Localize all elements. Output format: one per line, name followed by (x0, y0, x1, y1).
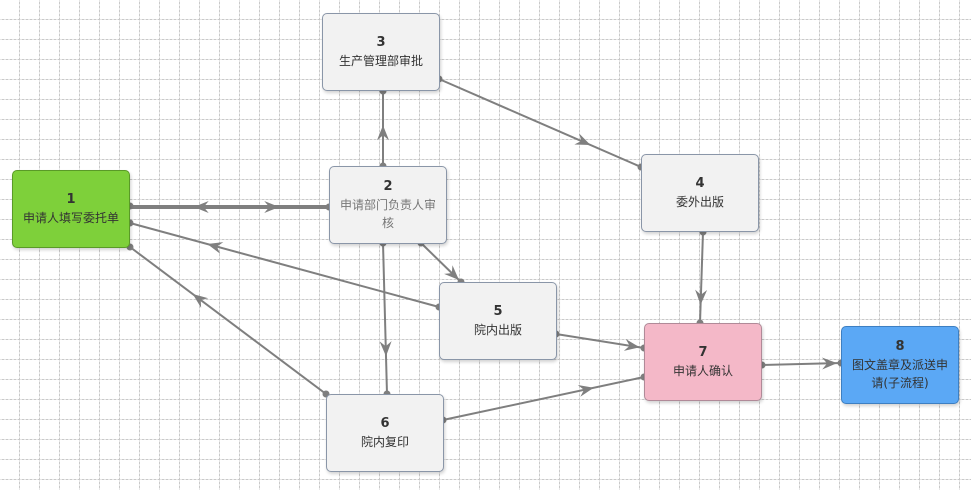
node-5-internal-print[interactable]: 5 院内出版 (439, 282, 557, 360)
arrowhead-10 (577, 385, 594, 397)
arrowhead-6 (695, 289, 708, 305)
node-number: 3 (376, 35, 386, 50)
node-label: 院内出版 (473, 323, 522, 337)
node-label: 申请人填写委托单 (22, 211, 119, 225)
edge-6-1[interactable] (129, 246, 327, 395)
node-2-dept-review[interactable]: 2 申请部门负责人审核 (329, 166, 447, 244)
edge-5-1[interactable] (129, 222, 440, 308)
edge-2-6[interactable] (382, 242, 388, 395)
node-4-external-print[interactable]: 4 委外出版 (641, 154, 759, 232)
arrowhead-1 (193, 201, 209, 213)
node-number: 4 (695, 176, 705, 191)
edge-5-7[interactable] (555, 333, 645, 349)
arrowhead-5 (379, 341, 392, 357)
node-3-production-approval[interactable]: 3 生产管理部审批 (322, 13, 440, 91)
node-number: 5 (493, 304, 503, 319)
node-label: 委外出版 (675, 195, 724, 209)
node-number: 8 (895, 339, 905, 354)
node-8-stamp-dispatch-subflow[interactable]: 8 图文盖章及派送申请(子流程) (841, 326, 959, 404)
node-number: 1 (66, 192, 76, 207)
node-label: 生产管理部审批 (338, 54, 423, 68)
node-7-applicant-confirm[interactable]: 7 申请人确认 (644, 323, 762, 401)
node-6-internal-copy[interactable]: 6 院内复印 (326, 394, 444, 472)
node-number: 6 (380, 416, 390, 431)
edge-3-4[interactable] (438, 78, 642, 168)
edge-4-7[interactable] (699, 231, 704, 324)
node-number: 7 (698, 345, 708, 360)
node-label: 申请部门负责人审核 (339, 198, 436, 230)
node-label: 图文盖章及派送申请(子流程) (851, 358, 948, 390)
edge-6-7[interactable] (442, 376, 645, 421)
arrowhead-11 (821, 357, 838, 370)
node-number: 2 (383, 179, 393, 194)
node-label: 申请人确认 (672, 364, 733, 378)
arrowhead-4 (444, 265, 459, 281)
node-1-fill-request[interactable]: 1 申请人填写委托单 (12, 170, 130, 248)
node-label: 院内复印 (360, 435, 409, 449)
arrowhead-7 (623, 339, 640, 351)
arrowhead-9 (192, 294, 209, 308)
arrowhead-0 (264, 201, 280, 213)
arrowhead-3 (574, 133, 591, 145)
arrowhead-2 (377, 125, 389, 141)
arrowhead-8 (207, 242, 224, 254)
